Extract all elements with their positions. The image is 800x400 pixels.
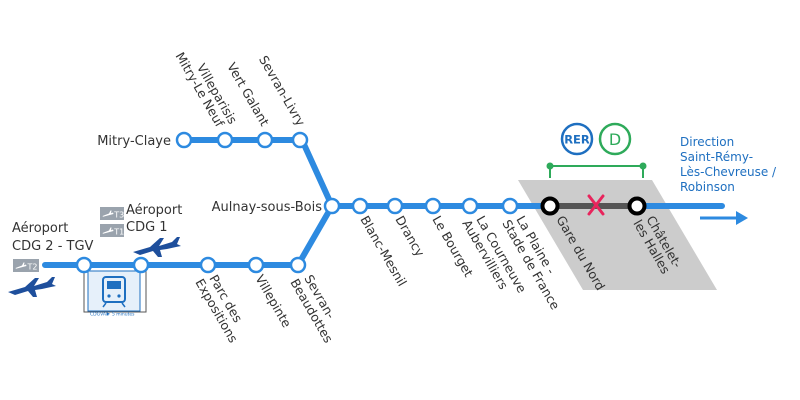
- direction-line3: Lès-Chevreuse /: [680, 165, 777, 179]
- line-d-badge: D: [598, 122, 632, 156]
- station-chatelet-les-halles[interactable]: [627, 196, 647, 216]
- station-drancy[interactable]: [386, 197, 404, 215]
- plane-icon: [15, 262, 27, 269]
- terminal-t1-label: T1: [113, 228, 124, 237]
- plane-icon: [133, 237, 181, 257]
- station-sevran-beaudottes[interactable]: [289, 256, 307, 274]
- direction-line2: Saint-Rémy-: [680, 150, 753, 164]
- direction-arrow-icon: [736, 211, 748, 225]
- terminal-stations: [540, 196, 647, 216]
- station-mitry-claye[interactable]: [175, 131, 193, 149]
- station-la-courneuve[interactable]: [461, 197, 479, 215]
- closed-cross-icon: [587, 194, 605, 216]
- terminal-badge-t3: T3: [100, 207, 124, 220]
- plane-icon: [102, 227, 114, 234]
- rer-badge-label: RER: [564, 133, 590, 147]
- line-d-badge-label: D: [609, 130, 621, 149]
- rer-badge: RER: [560, 122, 594, 156]
- terminal-badge-t1: T1: [100, 224, 124, 237]
- terminal-badge-t2: T2: [13, 259, 39, 272]
- station-sevran-livry[interactable]: [291, 131, 309, 149]
- station-villepinte[interactable]: [247, 256, 265, 274]
- cdgval-time: 5 minutes: [112, 312, 135, 318]
- station-blanc-mesnil[interactable]: [351, 197, 369, 215]
- label-cdg2-line1: Aéroport: [12, 221, 68, 236]
- station-cdg2[interactable]: [75, 256, 93, 274]
- label-cdg2-line2: CDG 2 - TGV: [12, 239, 94, 254]
- stations: [75, 131, 519, 274]
- station-parc-des-expositions[interactable]: [199, 256, 217, 274]
- cdgval-shuttle: CDGVAL 5 minutes: [83, 265, 147, 318]
- station-mitry-le-neuf[interactable]: [216, 131, 234, 149]
- station-vert-galant[interactable]: [256, 131, 274, 149]
- label-aulnay-sous-bois: Aulnay-sous-Bois: [212, 200, 323, 215]
- station-gare-du-nord[interactable]: [540, 196, 560, 216]
- station-la-plaine[interactable]: [501, 197, 519, 215]
- bracket-dot-left: [546, 162, 554, 170]
- direction-line1: Direction: [680, 135, 734, 149]
- label-villepinte: Villepinte: [252, 272, 294, 330]
- train-icon: [102, 276, 126, 308]
- cdgval-name: CDGVAL: [90, 312, 109, 318]
- bracket-dot-right: [639, 162, 647, 170]
- terminal-t3-label: T3: [113, 211, 124, 220]
- terminal-t2-label: T2: [27, 263, 38, 272]
- station-le-bourget[interactable]: [424, 197, 442, 215]
- label-mitry-claye: Mitry-Claye: [97, 134, 171, 149]
- line-bracket: [549, 165, 644, 178]
- cdgval-arrow-icon: [107, 312, 110, 316]
- label-cdg1-line1: Aéroport: [126, 203, 182, 218]
- label-drancy: Drancy: [392, 213, 428, 260]
- station-aulnay-sous-bois[interactable]: [323, 197, 341, 215]
- plane-icon: [8, 277, 56, 297]
- label-cdg1-line2: CDG 1: [126, 220, 168, 235]
- plane-icon: [102, 210, 114, 217]
- station-cdg1[interactable]: [132, 256, 150, 274]
- direction-line4: Robinson: [680, 180, 735, 194]
